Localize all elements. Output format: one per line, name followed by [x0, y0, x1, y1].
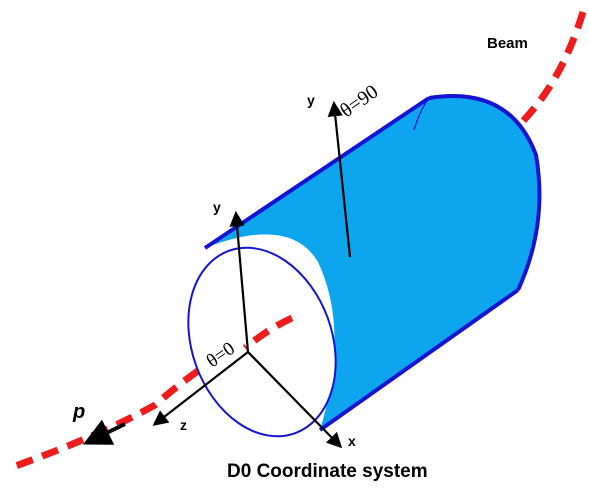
cylinder-body	[205, 95, 540, 430]
caption: D0 Coordinate system	[227, 461, 428, 482]
z-axis	[152, 351, 249, 426]
y-axis-theta90	[327, 100, 352, 258]
x-axis	[247, 351, 343, 449]
p-label: p	[72, 401, 85, 423]
cylinder-near-end	[187, 246, 337, 438]
cylinder-bottom-edge	[318, 288, 520, 432]
y-axis-origin	[229, 210, 250, 353]
cylinder-far-edge	[428, 93, 542, 291]
y-top-label: y	[307, 92, 315, 108]
beam-line-lower	[8, 314, 294, 472]
theta-90-label: θ=90	[336, 81, 382, 122]
p-arrow	[82, 419, 126, 445]
x-label: x	[348, 433, 356, 449]
beam-line-inside	[242, 314, 294, 351]
z-label: z	[180, 417, 187, 433]
beam-label: Beam	[487, 35, 528, 52]
y-left-label: y	[213, 199, 221, 215]
